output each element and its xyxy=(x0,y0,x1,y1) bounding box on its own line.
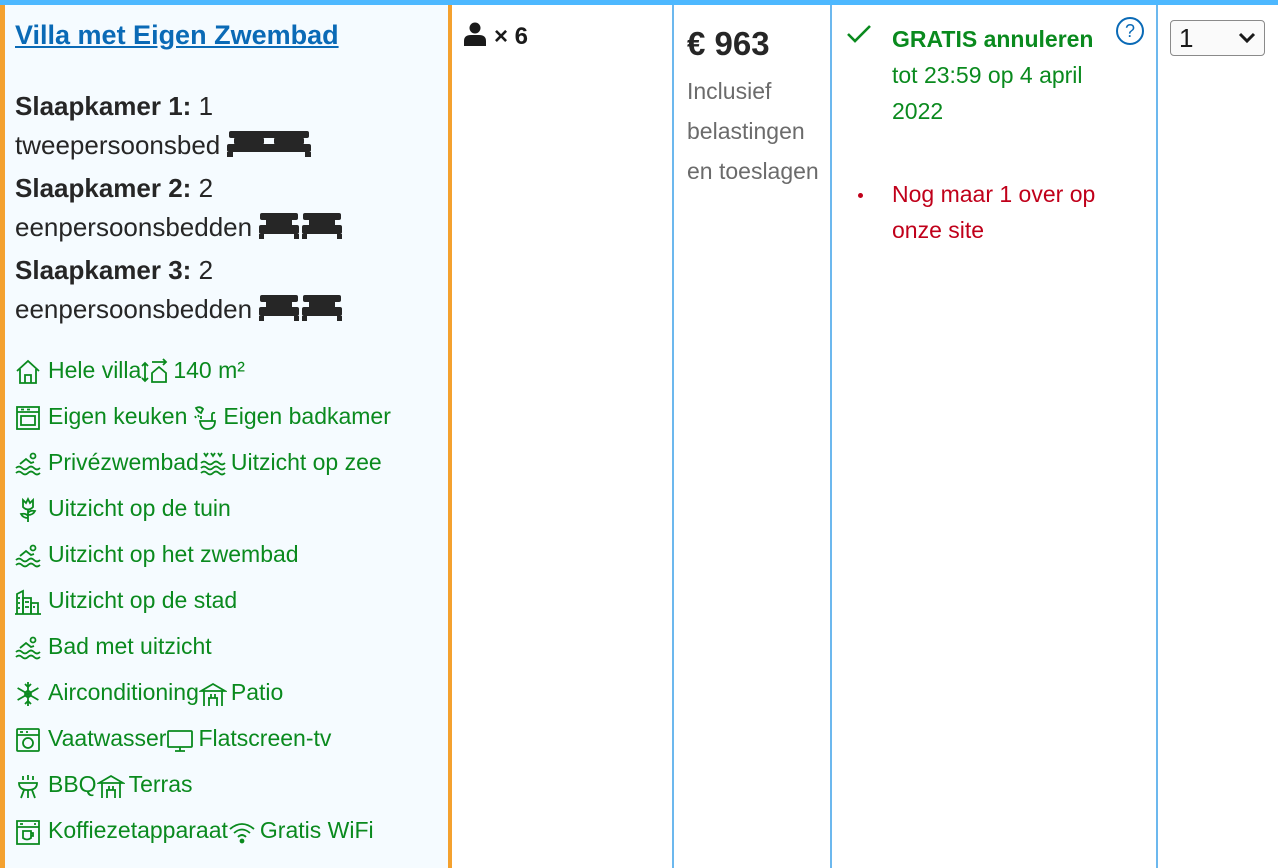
facility-row: Airconditioning Patio xyxy=(14,677,283,707)
price-amount: € 963 xyxy=(687,25,770,62)
pool-view-icon xyxy=(14,542,42,570)
facility-row: Bad met uitzicht xyxy=(14,631,212,661)
facility-label: Eigen badkamer xyxy=(223,403,391,429)
bedroom-label: Slaapkamer 3: xyxy=(15,255,192,285)
bedroom-2: Slaapkamer 2: 2 eenpersoonsbedden xyxy=(15,169,445,251)
max-guests: × 6 xyxy=(464,22,528,51)
price-note: Inclusief belastingen en toeslagen xyxy=(687,78,819,184)
guests-column: × 6 xyxy=(452,5,674,868)
facility-label: Bad met uitzicht xyxy=(48,633,212,659)
bed-type: eenpersoonsbedden xyxy=(15,294,253,324)
room-quantity-select[interactable]: 1 xyxy=(1170,20,1265,56)
garden-view-icon xyxy=(14,496,42,524)
bedroom-label: Slaapkamer 1: xyxy=(15,91,192,121)
facility-label: 140 m² xyxy=(173,357,245,383)
select-rooms-column: 1 xyxy=(1158,5,1278,868)
cancellation-deadline: tot 23:59 op 4 april 2022 xyxy=(892,62,1083,124)
free-cancellation: GRATIS annuleren tot 23:59 op 4 april 20… xyxy=(892,21,1122,129)
facility-label: Patio xyxy=(230,679,284,705)
facility-row: Eigen keuken Eigen badkamer xyxy=(14,401,391,431)
facility-row: BBQ Terras xyxy=(14,769,192,799)
bullet-icon xyxy=(858,193,863,198)
facility-label: Uitzicht op zee xyxy=(230,449,382,475)
bed-count: 2 xyxy=(198,173,214,203)
guest-count: × 6 xyxy=(494,23,529,50)
price-column: € 963 Inclusief belastingen en toeslagen xyxy=(674,5,832,868)
facility-row: Privézwembad Uitzicht op zee xyxy=(14,447,382,477)
scarcity-warning: Nog maar 1 over op onze site xyxy=(892,181,1096,243)
facility-label: Privézwembad xyxy=(48,449,199,475)
facility-label: Uitzicht op het zwembad xyxy=(48,541,299,567)
pool-icon xyxy=(14,450,42,478)
facility-label: BBQ xyxy=(48,771,97,797)
single-beds-icon xyxy=(258,292,344,333)
dishwasher-icon xyxy=(14,726,42,754)
bed-configuration: Slaapkamer 1: 1 tweepersoonsbed Slaapkam… xyxy=(15,87,445,333)
sea-view-icon xyxy=(199,450,227,478)
bed-count: 2 xyxy=(198,255,214,285)
city-view-icon xyxy=(14,588,42,616)
bathroom-icon xyxy=(191,404,219,432)
facility-row: Koffiezetapparaat Gratis WiFi xyxy=(14,815,374,845)
double-bed-icon xyxy=(226,128,312,169)
facility-label: Koffiezetapparaat xyxy=(48,817,228,843)
free-cancellation-bold: GRATIS annuleren xyxy=(892,26,1094,52)
top-border xyxy=(0,0,1278,5)
snowflake-icon xyxy=(14,680,42,708)
facility-row: Vaatwasser Flatscreen-tv xyxy=(14,723,331,753)
house-icon xyxy=(14,358,42,386)
checkmark-icon xyxy=(846,23,872,50)
bedroom-label: Slaapkamer 2: xyxy=(15,173,192,203)
facility-row: Uitzicht op de stad xyxy=(14,585,237,615)
bed-count: 1 xyxy=(198,91,214,121)
facility-label: Hele villa xyxy=(48,357,142,383)
bedroom-3: Slaapkamer 3: 2 eenpersoonsbedden xyxy=(15,251,445,333)
facility-label: Eigen keuken xyxy=(48,403,188,429)
terrace-icon xyxy=(95,772,126,800)
bbq-icon xyxy=(14,772,42,800)
coffee-machine-icon xyxy=(14,818,42,846)
facility-label: Flatscreen-tv xyxy=(198,725,332,751)
facility-label: Uitzicht op de stad xyxy=(48,587,238,613)
conditions-column: GRATIS annuleren tot 23:59 op 4 april 20… xyxy=(832,5,1158,868)
facility-label: Uitzicht op de tuin xyxy=(48,495,231,521)
room-type-column: Villa met Eigen Zwembad Slaapkamer 1: 1 … xyxy=(0,5,452,868)
wifi-icon xyxy=(228,818,256,846)
bedroom-1: Slaapkamer 1: 1 tweepersoonsbed xyxy=(15,87,445,169)
single-beds-icon xyxy=(258,210,344,251)
facility-row: Uitzicht op het zwembad xyxy=(14,539,299,569)
kitchen-icon xyxy=(14,404,42,432)
facility-row: Hele villa 140 m² xyxy=(14,355,245,385)
facility-label: Vaatwasser xyxy=(48,725,167,751)
bed-type: tweepersoonsbed xyxy=(15,130,221,160)
bed-type: eenpersoonsbedden xyxy=(15,212,253,242)
room-size-icon xyxy=(141,358,169,386)
chevron-down-icon xyxy=(1238,32,1256,44)
room-name-link[interactable]: Villa met Eigen Zwembad xyxy=(15,20,339,50)
select-value: 1 xyxy=(1179,23,1194,53)
help-icon[interactable]: ? xyxy=(1116,17,1144,45)
facility-label: Terras xyxy=(128,771,193,797)
facility-row: Uitzicht op de tuin xyxy=(14,493,231,523)
patio-icon xyxy=(197,680,229,708)
bath-view-icon xyxy=(14,634,42,662)
tv-icon xyxy=(166,726,194,754)
person-icon xyxy=(464,22,494,50)
facility-label: Airconditioning xyxy=(48,679,199,705)
facility-label: Gratis WiFi xyxy=(259,817,374,843)
